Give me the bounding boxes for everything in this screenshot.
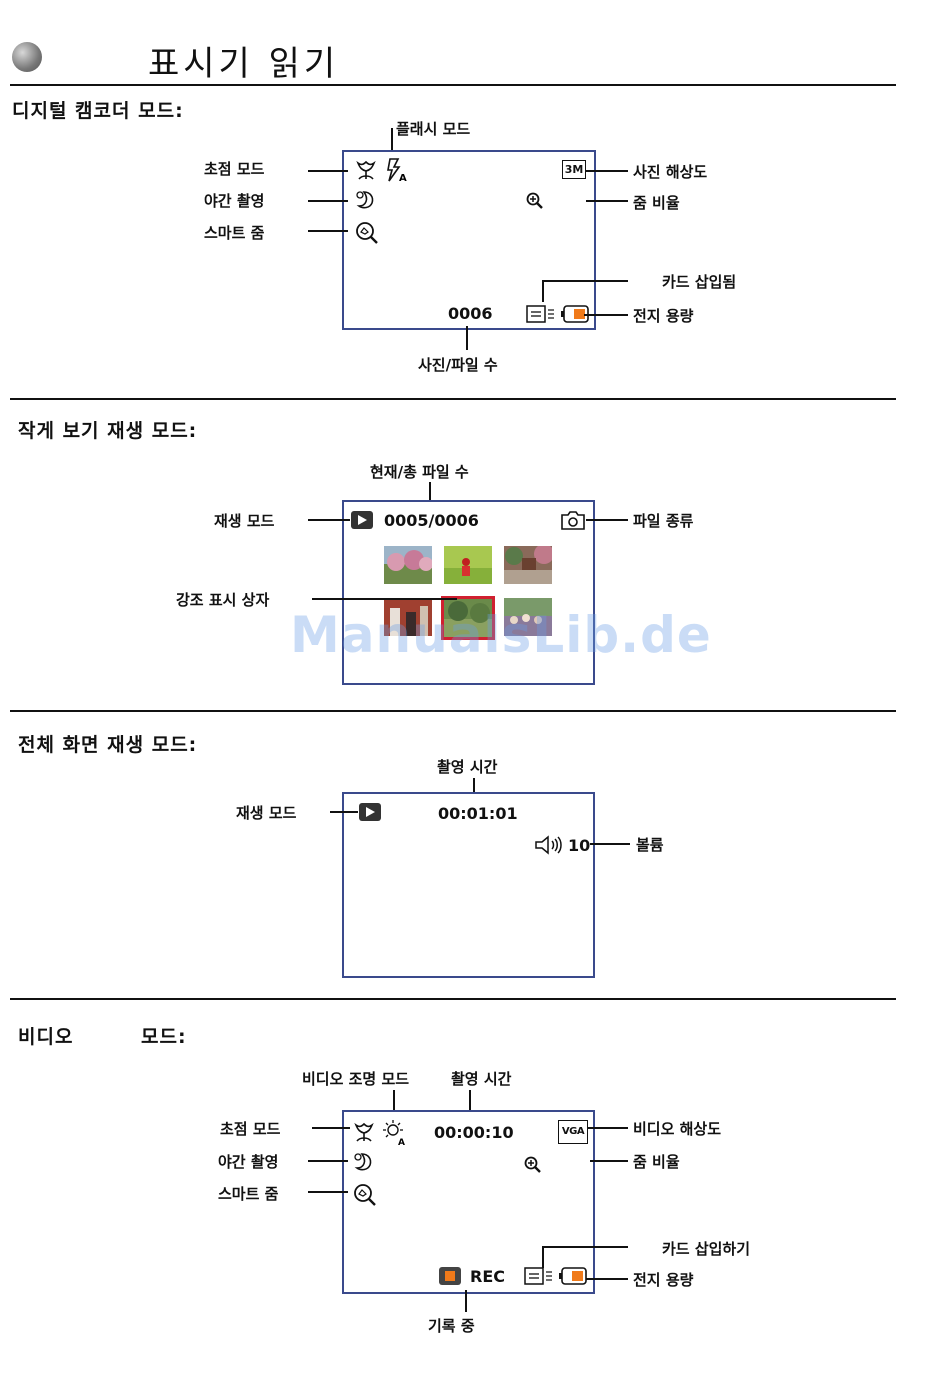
sd-card-icon [526, 304, 556, 324]
leader-line [542, 280, 544, 302]
leader-line [586, 1278, 628, 1280]
label-record-time: 촬영 시간 [437, 756, 497, 777]
label-battery: 전지 용량 [633, 305, 693, 326]
smart-zoom-icon [354, 220, 380, 246]
leader-line [590, 1160, 628, 1162]
label-night-shot: 야간 촬영 [204, 190, 264, 211]
leader-line [308, 1191, 348, 1193]
flash-auto-icon: A [384, 157, 410, 183]
camera-icon [560, 509, 586, 531]
resolution-badge: VGA [558, 1120, 588, 1144]
speaker-icon [534, 834, 564, 856]
divider [10, 710, 896, 712]
playback-time: 00:01:01 [438, 804, 518, 823]
label-photo-resolution: 사진 해상도 [633, 161, 707, 182]
battery-icon [558, 1266, 588, 1286]
leader-line [312, 1127, 350, 1129]
video-light-icon: A [380, 1118, 410, 1146]
label-smart-zoom: 스마트 줌 [204, 222, 264, 243]
label-zoom-ratio: 줌 비율 [633, 192, 680, 213]
label-card-insert: 카드 삽입하기 [662, 1238, 750, 1259]
svg-text:A: A [399, 173, 407, 183]
label-card-inserted: 카드 삽입됨 [662, 271, 736, 292]
label-focus-mode: 초점 모드 [204, 158, 264, 179]
play-mode-icon [350, 510, 374, 530]
section-heading-camcorder: 디지털 캠코더 모드: [12, 96, 184, 123]
leader-line [586, 200, 628, 202]
label-file-type: 파일 종류 [633, 510, 693, 531]
label-focus-mode: 초점 모드 [220, 1118, 280, 1139]
label-photo-file-count: 사진/파일 수 [418, 354, 498, 375]
watermark: ManualsLib.de [290, 606, 712, 664]
leader-line [542, 1246, 544, 1268]
label-recording: 기록 중 [428, 1315, 475, 1336]
fullscreen-screen: 00:01:01 10 [342, 792, 595, 978]
leader-line [391, 128, 393, 150]
section-heading-thumbnail: 작게 보기 재생 모드: [18, 416, 197, 443]
thumbnail-image[interactable] [444, 546, 492, 584]
label-night-shot: 야간 촬영 [218, 1151, 278, 1172]
leader-line [590, 843, 630, 845]
leader-line [465, 1290, 467, 1312]
file-counter: 0005/0006 [384, 511, 479, 530]
leader-line [308, 519, 350, 521]
video-screen: A 00:00:10 VGA REC [342, 1110, 595, 1294]
zoom-icon [524, 1156, 542, 1174]
smart-zoom-icon [352, 1182, 378, 1208]
thumbnail-image[interactable] [384, 546, 432, 584]
section-heading-fullscreen: 전체 화면 재생 모드: [18, 730, 197, 757]
sd-card-icon [524, 1266, 554, 1286]
divider [10, 84, 896, 86]
thumbnail-image[interactable] [504, 546, 552, 584]
leader-line [312, 598, 457, 600]
camcorder-screen: A 3M 0006 [342, 150, 596, 330]
record-time: 00:00:10 [434, 1123, 514, 1142]
label-volume: 볼륨 [636, 834, 664, 855]
label-flash-mode: 플래시 모드 [396, 118, 470, 139]
divider [10, 998, 896, 1000]
leader-line [330, 811, 358, 813]
record-icon [438, 1266, 462, 1286]
label-play-mode: 재생 모드 [214, 510, 274, 531]
label-video-resolution: 비디오 해상도 [633, 1118, 721, 1139]
zoom-icon [526, 192, 544, 210]
label-zoom-ratio: 줌 비율 [633, 1151, 680, 1172]
label-current-total: 현재/총 파일 수 [370, 461, 469, 482]
night-shot-icon [354, 188, 378, 212]
page-title: 표시기 읽기 [148, 36, 339, 85]
divider [10, 398, 896, 400]
label-video-light: 비디오 조명 모드 [302, 1068, 409, 1089]
section-heading-video-mode: 모드: [141, 1022, 187, 1049]
leader-line [308, 1160, 348, 1162]
leader-line [584, 314, 628, 316]
leader-line [308, 200, 348, 202]
flower-focus-icon [354, 160, 378, 182]
section-heading-video: 비디오 [18, 1022, 73, 1049]
leader-line [586, 519, 628, 521]
header-bullet-icon [12, 42, 42, 72]
resolution-badge: 3M [562, 160, 586, 179]
photo-count: 0006 [448, 304, 493, 323]
play-mode-icon [358, 802, 382, 822]
label-highlight-box: 강조 표시 상자 [176, 589, 269, 610]
label-record-time: 촬영 시간 [451, 1068, 511, 1089]
label-battery: 전지 용량 [633, 1269, 693, 1290]
svg-text:A: A [398, 1138, 405, 1146]
label-play-mode: 재생 모드 [236, 802, 296, 823]
label-smart-zoom: 스마트 줌 [218, 1183, 278, 1204]
leader-line [586, 170, 628, 172]
volume-value: 10 [568, 836, 590, 855]
flower-focus-icon [352, 1122, 376, 1144]
night-shot-icon [352, 1150, 376, 1174]
leader-line [588, 1127, 628, 1129]
leader-line [308, 230, 348, 232]
leader-line [542, 1246, 628, 1248]
leader-line [308, 170, 348, 172]
leader-line [466, 326, 468, 350]
leader-line [542, 280, 628, 282]
rec-indicator: REC [470, 1267, 505, 1286]
